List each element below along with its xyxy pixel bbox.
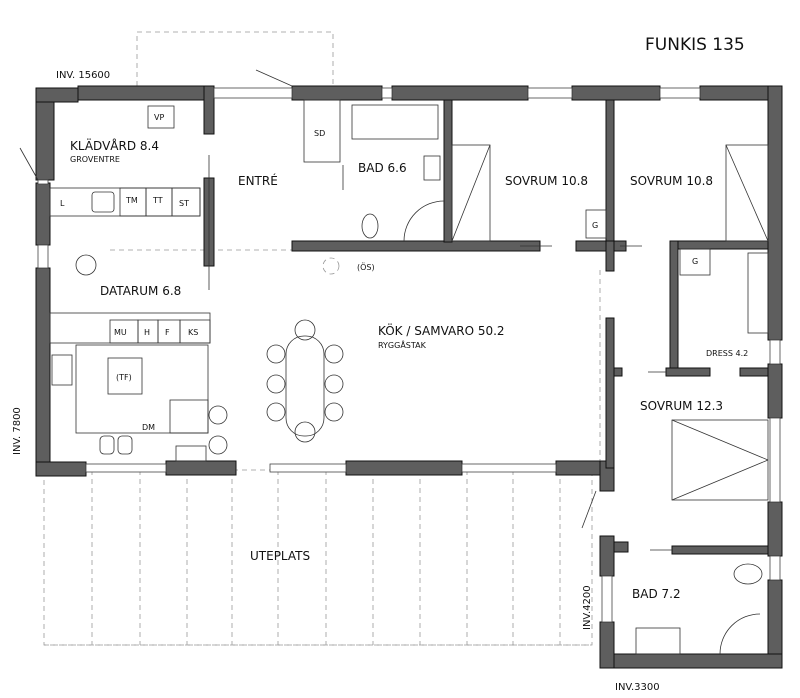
fixture-label-f: F	[165, 328, 170, 337]
plan-title: FUNKIS 135	[645, 35, 745, 55]
room-label-groventre: GROVENTRE	[70, 155, 120, 164]
dimension-right-lower: INV.4200	[582, 585, 593, 630]
fixture-label-h: H	[144, 328, 150, 337]
room-label-kok-samvaro: KÖK / SAMVARO 50.2	[378, 322, 505, 338]
room-label-sovrum-1: SOVRUM 10.8	[505, 174, 588, 188]
room-label-entre: ENTRÉ	[238, 173, 278, 188]
dimension-bottom: INV.3300	[615, 682, 660, 693]
room-label-ryggastak: RYGGÅSTAK	[378, 339, 427, 350]
fixture-label-tf: (TF)	[116, 373, 132, 382]
dimension-top: INV. 15600	[56, 70, 110, 81]
windows	[37, 87, 781, 623]
fixture-label-vp: VP	[154, 113, 164, 122]
fixture-label-g-2: G	[692, 257, 698, 266]
fixture-label-tt: TT	[152, 196, 163, 205]
fixture-label-dm: DM	[142, 423, 155, 432]
room-label-kladvard: KLÄDVÅRD 8.4	[70, 138, 159, 153]
arrows	[208, 155, 672, 551]
furniture	[49, 99, 769, 655]
room-label-sovrum-3: SOVRUM 12.3	[640, 399, 723, 413]
room-label-dress: DRESS 4.2	[706, 349, 748, 358]
terrace-outline	[43, 31, 601, 646]
dimension-left: INV. 7800	[12, 407, 23, 455]
room-label-sovrum-2: SOVRUM 10.8	[630, 174, 713, 188]
fixture-label-g-1: G	[592, 221, 598, 230]
fixture-label-st: ST	[179, 199, 189, 208]
fixture-label-tm: TM	[125, 196, 138, 205]
fixture-label-os: (ÖS)	[357, 262, 375, 272]
fixture-label-l: L	[60, 199, 65, 208]
door-swings	[19, 69, 761, 655]
fixture-label-sd: SD	[314, 129, 325, 138]
room-label-bad-1: BAD 6.6	[358, 161, 407, 175]
room-label-uteplats: UTEPLATS	[250, 549, 310, 563]
fixture-label-mu: MU	[114, 328, 127, 337]
room-label-datarum: DATARUM 6.8	[100, 284, 181, 298]
room-label-bad-2: BAD 7.2	[632, 587, 681, 601]
fixture-label-ks: KS	[188, 328, 198, 337]
